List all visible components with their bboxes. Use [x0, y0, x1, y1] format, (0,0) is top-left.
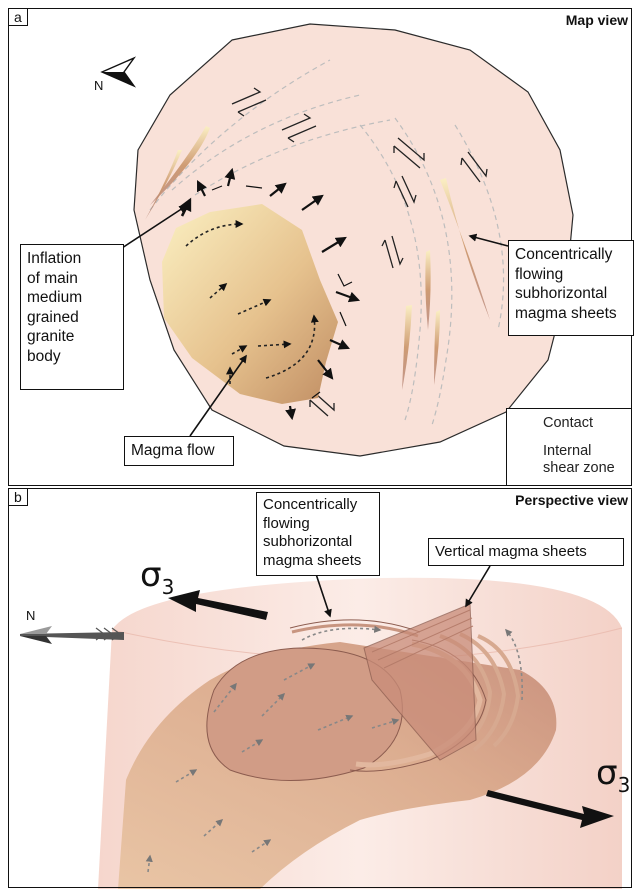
sheets-callout-a: Concentrically flowing subhorizontal mag…: [508, 240, 634, 336]
sheets-b-line-2: flowing: [263, 515, 373, 534]
sheets-a-line-4: magma sheets: [515, 304, 627, 324]
sheets-a-line-3: subhorizontal: [515, 284, 627, 304]
panel-b-title: Perspective view: [515, 492, 628, 508]
legend-shear-label-2: shear zone: [543, 460, 615, 477]
sheets-b-line-3: subhorizontal: [263, 533, 373, 552]
inflation-line-3: medium: [27, 288, 117, 308]
sheets-callout-b: Concentrically flowing subhorizontal mag…: [256, 492, 380, 576]
inflation-line-6: body: [27, 347, 117, 367]
inflation-line-5: granite: [27, 327, 117, 347]
north-label-b: N: [26, 608, 35, 623]
vertical-sheets-callout: Vertical magma sheets: [428, 538, 624, 566]
panel-b-tag: b: [8, 488, 28, 506]
sigma3-left-subscript: 3: [162, 575, 175, 599]
legend-shear-label-1: Internal: [543, 443, 591, 460]
inflation-line-4: grained: [27, 308, 117, 328]
sheets-a-line-1: Concentrically: [515, 245, 627, 265]
inflation-line-1: Inflation: [27, 249, 117, 269]
magma-flow-callout: Magma flow: [124, 436, 234, 466]
inflation-callout: Inflation of main medium grained granite…: [20, 244, 124, 390]
north-label-a: N: [94, 78, 103, 93]
sigma3-left-symbol: σ: [140, 555, 162, 595]
legend: Contact Internal shear zone: [506, 408, 632, 486]
sigma3-right-subscript: 3: [618, 773, 631, 797]
sheets-a-line-2: flowing: [515, 265, 627, 285]
panel-a-tag: a: [8, 8, 28, 26]
sheets-b-line-1: Concentrically: [263, 496, 373, 515]
sigma3-label-right: σ3: [596, 756, 630, 802]
panel-a-title: Map view: [566, 12, 628, 28]
legend-contact-label: Contact: [543, 415, 593, 432]
inflation-line-2: of main: [27, 269, 117, 289]
sheets-b-line-4: magma sheets: [263, 552, 373, 571]
sigma3-label-left: σ3: [140, 558, 174, 604]
sigma3-right-symbol: σ: [596, 753, 618, 793]
